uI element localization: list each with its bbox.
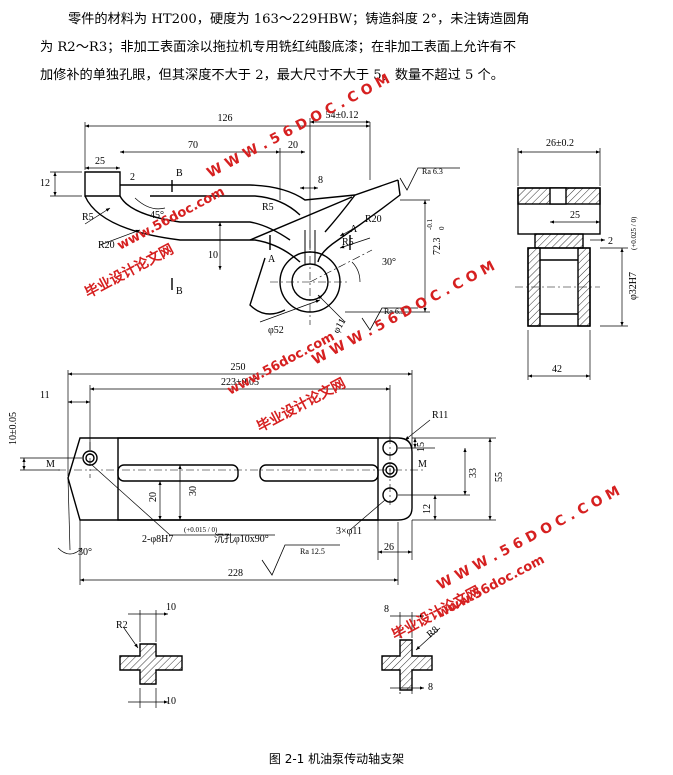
top-dim-20: 20 [148,492,159,502]
dim-r5-mid: R5 [262,202,274,213]
figure-caption: 图 2-1 机油泵传动轴支架 [268,752,405,766]
dim-126: 126 [218,113,233,124]
dim-phi11: φ11 [331,317,348,336]
ra-front-1: Ra 6.3 [422,167,443,176]
side-dim-26: 26±0.2 [546,138,574,149]
watermark-site-caps-2: W W W . 5 6 D O C . C O M [309,258,497,368]
section-left-dim-10-top: 10 [166,602,176,613]
top-dim-3x11: 3×φ11 [336,526,362,537]
dim-72-3-tol-upper: -0.1 [426,218,434,230]
top-dim-r11: R11 [432,410,448,421]
top-recess [117,437,379,521]
dim-25: 25 [95,156,105,167]
top-slot-left [117,464,239,482]
paragraph-line-1: 零件的材料为 HT200，硬度为 163～229HBW；铸造斜度 2°，未注铸造… [68,12,530,27]
watermark-brand-1: 毕业设计论文网 [82,241,177,302]
side-neck-hatch [534,233,584,249]
paragraph-line-2: 为 R2～R3；非加工表面涂以拖拉机专用铣红纯酸底漆；在非加工表面上允许有不 [40,40,517,55]
front-top-bar [120,179,399,201]
front-roughness-symbols [361,167,460,331]
section-left-dim-r2: R2 [116,620,128,631]
front-dimension-lines [50,118,430,323]
top-dim-11: 11 [40,390,50,401]
watermark-site-caps-1: W W W . 5 6 D O C . C O M [204,71,392,181]
dim-70: 70 [188,140,198,151]
front-top-bar-inner [150,195,301,216]
dim-20: 20 [288,140,298,151]
front-lug [249,257,286,315]
top-dim-10: 10±0.05 [8,412,19,445]
dim-54: 54±0.12 [326,110,359,121]
watermark-site-caps-3: W W W . 5 6 D O C . C O M [434,483,622,593]
front-left-arm [84,195,301,263]
top-mark-m-right: M [418,459,427,470]
top-dim-55: 55 [494,472,505,482]
dim-72-3: 72.3 [432,238,443,256]
top-mark-m-left: M [46,459,55,470]
front-diagonal-tie [249,196,353,241]
dim-r20-right: R20 [365,214,382,225]
section-left-dim-10-bottom: 10 [166,696,176,707]
top-dim-countersink: 沉孔φ10x90° [214,532,269,545]
top-dim-223: 223±0.05 [221,377,259,388]
front-left-arm-inner [119,195,291,241]
top-outline [67,437,413,521]
dim-72-3-tol-lower: 0 [438,226,446,230]
top-dim-holes-tol: (+0.015 / 0) [184,526,218,534]
technical-requirements-paragraph: 零件的材料为 HT200，硬度为 163～229HBW；铸造斜度 2°，未注铸造… [40,6,660,90]
dim-2: 2 [130,172,135,183]
top-ra: Ra 12.5 [300,547,325,556]
side-dim-25: 25 [570,210,580,221]
watermarks: W W W . 5 6 D O C . C O M www.56doc.com … [82,71,623,643]
section-mark-b-top: B [176,168,183,179]
section-right-dim-8-top: 8 [384,604,389,615]
section-right-dim-8-bottom: 8 [428,682,433,693]
section-mark-b-bottom: B [176,286,183,297]
top-roughness-symbol [261,544,340,576]
top-dim-holes: 2-φ8H7 [142,534,173,545]
front-centerlines [270,240,373,325]
dim-r20-left: R20 [98,240,115,251]
side-dim-42: 42 [552,364,562,375]
top-dim-228: 228 [228,568,243,579]
top-dim-250: 250 [231,362,246,373]
side-slot [549,187,567,205]
top-dimension-lines [20,370,496,585]
side-dim-phi32-tol: (+0.025 / 0) [630,216,638,250]
dim-phi52: φ52 [268,325,284,336]
dim-45deg: 45° [150,210,164,221]
dim-r5-right: R5 [342,237,354,248]
front-left-flange [84,171,121,197]
paragraph-line-3: 加修补的单独孔眼，但其深度不大于 2，最大尺寸不大于 5，数量不超过 5 个。 [40,68,504,83]
section-mark-a-left: A [268,254,276,265]
watermark-site-1: www.56doc.com [115,184,227,253]
side-dim-2: 2 [608,236,613,247]
front-right-arm [317,179,401,263]
side-dimension-lines [517,148,628,380]
side-view [517,187,601,327]
top-dim-30deg: 30° [78,547,92,558]
top-slot-right [259,464,379,482]
side-dim-phi32: φ32H7 [628,272,639,300]
top-dim-15: 15 [416,442,427,452]
top-dim-30: 30 [188,486,199,496]
section-left: 10 R2 10 [116,602,183,708]
top-dim-12: 12 [422,504,433,514]
ra-front-2: Ra 6.3 [384,307,405,316]
dim-12: 12 [40,178,50,189]
dim-30deg-front: 30° [382,257,396,268]
front-section-marks [171,180,351,290]
dim-r5-left: R5 [82,212,94,223]
top-view [67,437,413,521]
top-dim-26: 26 [384,542,394,553]
dim-10: 10 [208,250,218,261]
watermark-brand-2: 毕业设计论文网 [254,375,349,436]
engineering-drawing: 126 54±0.12 25 12 70 20 8 2 45° R5 R20 R… [8,71,639,708]
front-right-arm-inner [324,194,356,233]
top-centerlines [58,436,425,505]
dim-8: 8 [318,175,323,186]
top-dim-33: 33 [468,468,479,478]
section-mark-a-right: A [350,224,358,235]
